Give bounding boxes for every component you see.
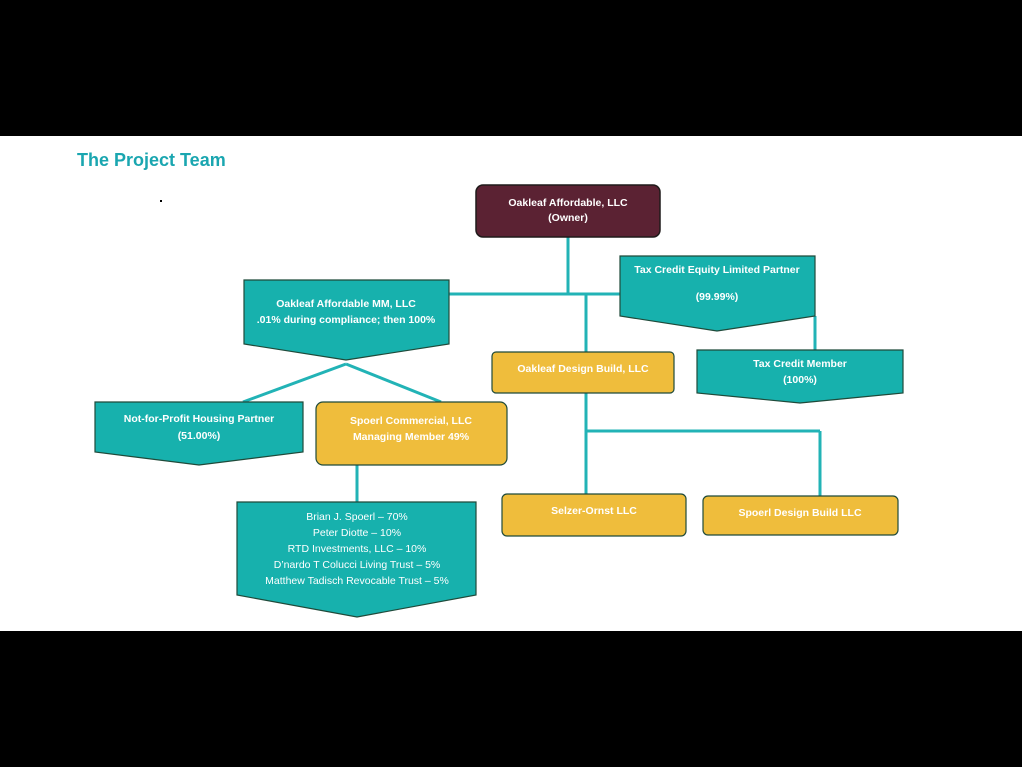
tax-equity-line2: (99.99%) [696, 291, 739, 303]
spoerl-design-box [702, 495, 899, 536]
tax-member-line1: Tax Credit Member [753, 358, 847, 370]
owners-list-line-2: Peter Diotte – 10% [313, 527, 401, 539]
node-tax-equity: Tax Credit Equity Limited Partner (99.99… [619, 255, 816, 332]
node-nfp: Not-for-Profit Housing Partner (51.00%) [94, 401, 304, 466]
mm-line1: Oakleaf Affordable MM, LLC [276, 298, 416, 310]
nfp-line1: Not-for-Profit Housing Partner [124, 413, 275, 425]
mm-shape [243, 279, 450, 361]
node-spoerl-design: Spoerl Design Build LLC [702, 495, 899, 536]
spoerl-commercial-line2: Managing Member 49% [353, 431, 470, 443]
node-selzer: Selzer-Ornst LLC [501, 493, 687, 537]
tax-equity-shape [619, 255, 816, 332]
connector-mm-to-spoerl [345, 362, 442, 404]
owner-box [475, 184, 661, 238]
nfp-line2: (51.00%) [178, 430, 221, 442]
node-owner: Oakleaf Affordable, LLC (Owner) [475, 184, 661, 238]
mm-line2: .01% during compliance; then 100% [257, 314, 436, 326]
connector-mm-to-nfp [242, 362, 347, 404]
node-tax-member: Tax Credit Member (100%) [696, 349, 904, 404]
spoerl-design-line1: Spoerl Design Build LLC [738, 507, 862, 519]
owner-line1: Oakleaf Affordable, LLC [508, 197, 628, 209]
connectors [242, 237, 822, 502]
node-spoerl-commercial: Spoerl Commercial, LLC Managing Member 4… [315, 401, 508, 466]
owner-line2: (Owner) [548, 212, 588, 224]
spoerl-commercial-box [315, 401, 508, 466]
nfp-shape [94, 401, 304, 466]
page-title: The Project Team [77, 150, 226, 170]
owners-list-line-4: D’nardo T Colucci Living Trust – 5% [274, 559, 441, 571]
tax-equity-line1: Tax Credit Equity Limited Partner [634, 264, 800, 276]
owners-list-line-5: Matthew Tadisch Revocable Trust – 5% [265, 575, 449, 587]
owners-list-shape [236, 501, 477, 618]
node-owners-list: Brian J. Spoerl – 70% Peter Diotte – 10%… [236, 501, 477, 618]
design-build-box [491, 351, 675, 394]
selzer-line1: Selzer-Ornst LLC [551, 505, 637, 517]
stray-dot [160, 200, 162, 202]
node-design-build: Oakleaf Design Build, LLC [491, 351, 675, 394]
owners-list-line-1: Brian J. Spoerl – 70% [306, 511, 408, 523]
tax-member-shape [696, 349, 904, 404]
node-mm: Oakleaf Affordable MM, LLC .01% during c… [243, 279, 450, 361]
selzer-box [501, 493, 687, 537]
owners-list-line-3: RTD Investments, LLC – 10% [288, 543, 427, 555]
tax-member-line2: (100%) [783, 374, 817, 386]
slide: Oakleaf Affordable, LLC (Owner) Tax Cred… [0, 136, 1022, 631]
design-build-line1: Oakleaf Design Build, LLC [517, 363, 649, 375]
spoerl-commercial-line1: Spoerl Commercial, LLC [350, 415, 472, 427]
org-chart: Oakleaf Affordable, LLC (Owner) Tax Cred… [94, 184, 904, 618]
